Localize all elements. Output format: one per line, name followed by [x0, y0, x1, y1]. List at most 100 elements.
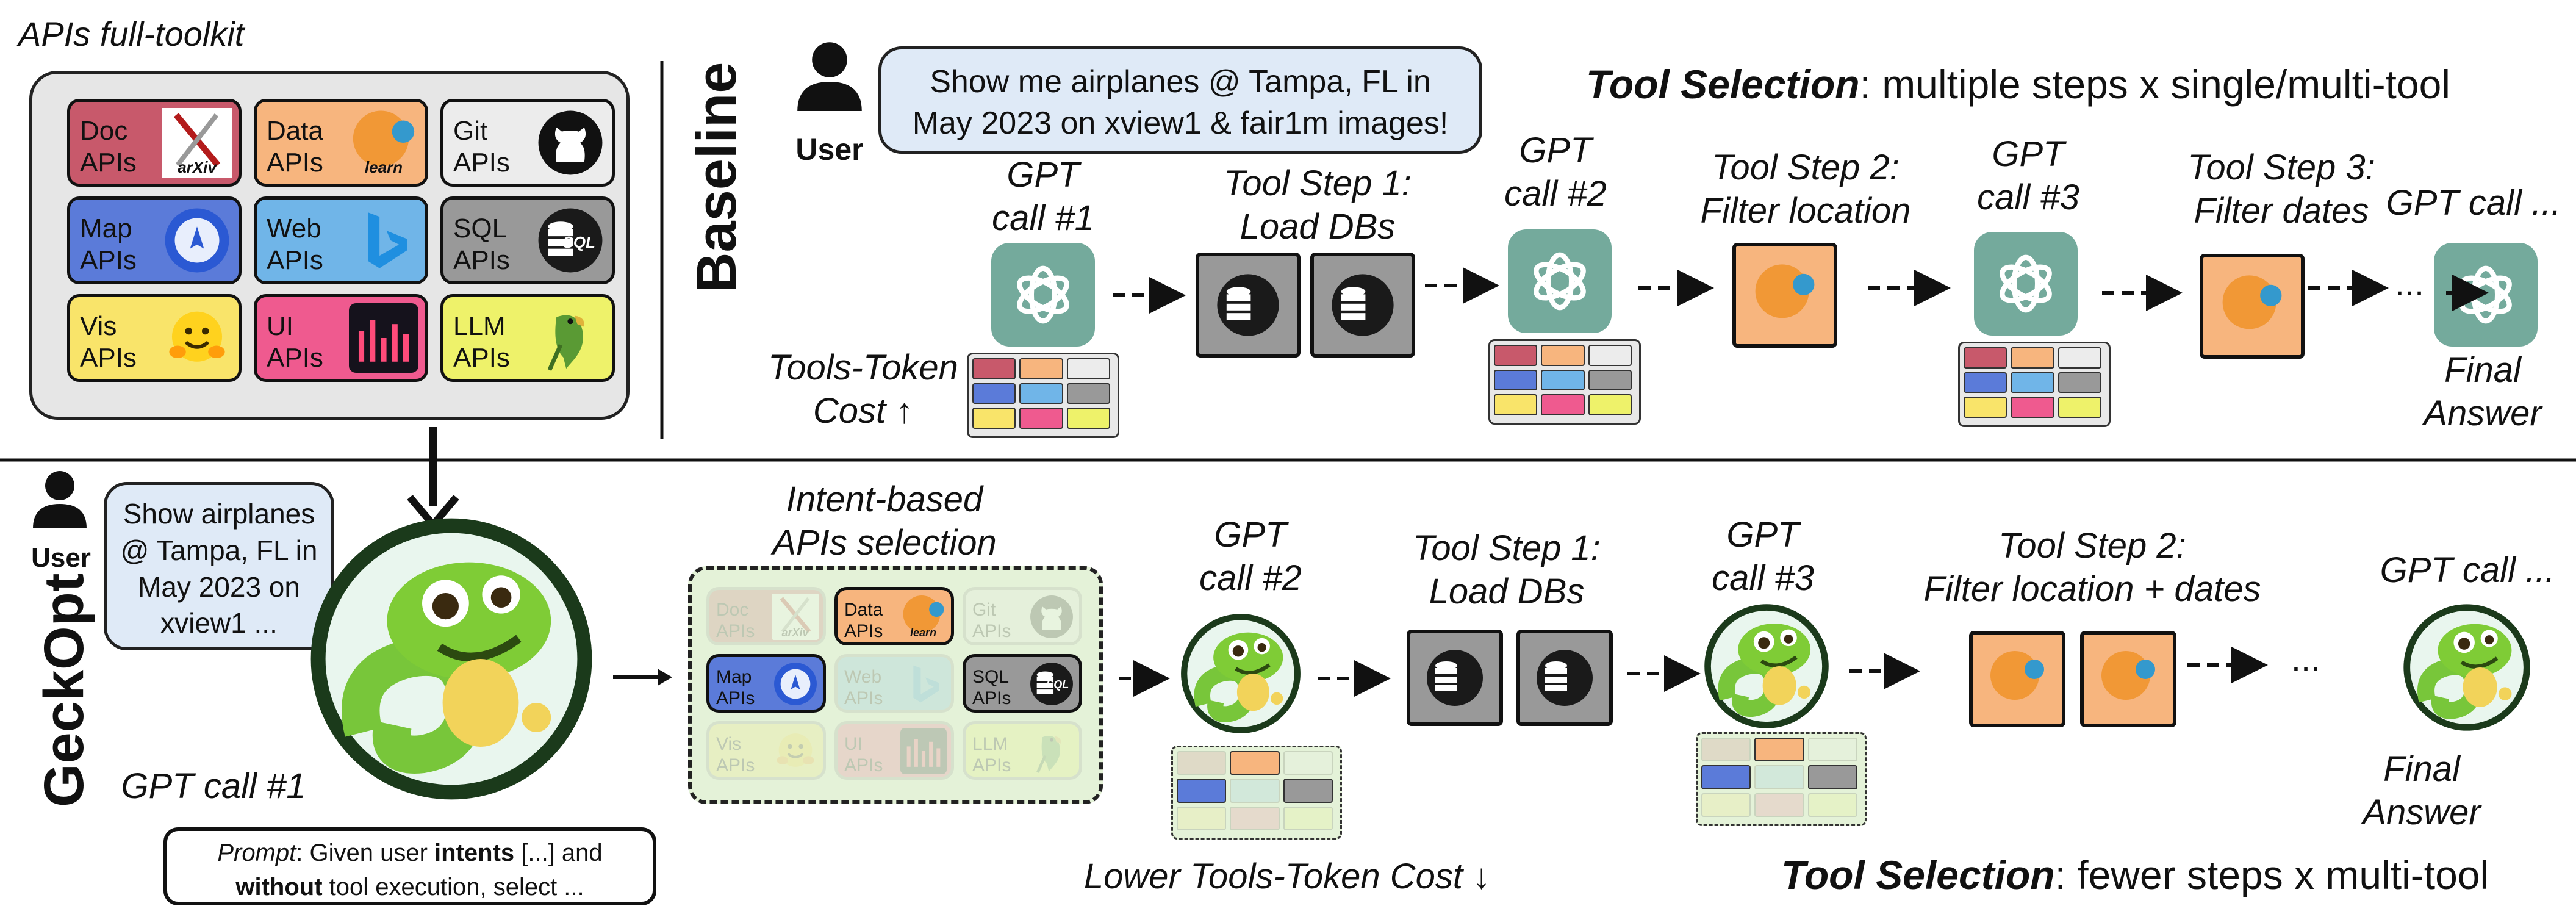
- geckopt-final-label: Final Answer: [2363, 749, 2481, 832]
- mini-tile: [1066, 408, 1110, 429]
- api-tile-label: Map APIs: [716, 667, 755, 709]
- mini-tile: [1283, 779, 1333, 803]
- mini-tile: [1230, 806, 1280, 830]
- api-tile-label: Data APIs: [267, 116, 323, 178]
- baseline-user-query: Show me airplanes @ Tampa, FL in May 202…: [878, 46, 1482, 154]
- baseline-step1-sql-b: [1310, 253, 1415, 358]
- geckopt-step1-sql-a: [1407, 630, 1503, 726]
- geckopt-gpt1-label: GPT call #1: [121, 766, 306, 806]
- ui-chart-icon: [898, 725, 949, 776]
- api-tile-label: SQL APIs: [972, 667, 1011, 709]
- logo-text: learn: [364, 158, 403, 176]
- api-tile-git: Git APIs: [963, 587, 1082, 645]
- mini-tile: [1283, 751, 1333, 775]
- huggingface-icon: [770, 725, 820, 776]
- baseline-mini-toolkit-1: [967, 353, 1119, 438]
- toolkit-title: APIs full-toolkit: [18, 15, 245, 53]
- gecko-final-icon: [2401, 602, 2533, 733]
- api-tile-vis: Vis APIs: [706, 721, 826, 780]
- api-tile-data: Data APIs learn: [254, 99, 428, 187]
- geckopt-prompt-box: Prompt: Given user intents [...] and wit…: [163, 827, 656, 905]
- mini-tile: [1230, 751, 1280, 775]
- geckopt-gpt-more-label: GPT call ...: [2380, 550, 2555, 590]
- baseline-tool-selection: Tool Selection: multiple steps x single/…: [1586, 61, 2450, 107]
- baseline-step3-label: Tool Step 3: Filter dates: [2187, 148, 2375, 231]
- api-tile-label: Vis APIs: [716, 734, 755, 776]
- baseline-section-label: Baseline: [686, 62, 748, 293]
- baseline-tools-token-cost: Tools-Token Cost ↑: [768, 348, 958, 431]
- prompt-text-a: : Given user: [296, 840, 435, 866]
- mini-tile: [1807, 793, 1857, 817]
- gecko-gpt2-icon: [1179, 611, 1303, 736]
- maps-icon: [159, 203, 235, 278]
- parrot-icon: [533, 300, 608, 376]
- mini-tile: [1177, 806, 1227, 830]
- geckopt-mini-toolkit-2: [1171, 746, 1342, 840]
- mini-tile: [1754, 765, 1804, 789]
- mini-tile: [1230, 779, 1280, 803]
- geckopt-user-label: User: [31, 543, 91, 573]
- api-tile-git: Git APIs: [440, 99, 615, 187]
- logo-text: learn: [909, 627, 937, 639]
- ui-chart-icon: [346, 300, 422, 376]
- api-tile-sql: SQL APIs SQL: [963, 654, 1082, 713]
- logo-text: SQL: [1046, 678, 1069, 691]
- arxiv-icon: arXiv: [159, 105, 235, 181]
- parrot-icon: [1026, 725, 1077, 776]
- api-tile-label: Doc APIs: [80, 116, 137, 178]
- prompt-text-b: [...] and: [514, 840, 603, 866]
- api-tile-doc: Doc APIs arXiv: [67, 99, 242, 187]
- geckopt-mini-toolkit-3: [1696, 732, 1867, 826]
- baseline-gpt2-icon: [1508, 229, 1612, 333]
- geckopt-step2-learn-a: [1969, 631, 2065, 727]
- logo-text: arXiv: [781, 627, 809, 639]
- mini-tile: [1066, 358, 1110, 379]
- baseline-tool-selection-rest: : multiple steps x single/multi-tool: [1859, 62, 2450, 107]
- gecko-gpt3-icon: [1702, 602, 1831, 731]
- sql-icon: SQL: [533, 203, 608, 278]
- api-tile-label: Web APIs: [844, 667, 883, 709]
- baseline-gpt1-icon: [991, 243, 1095, 347]
- mini-tile: [1541, 369, 1585, 391]
- baseline-gpt3-label: GPT call #3: [1977, 134, 2079, 217]
- baseline-gpt1-label: GPT call #1: [992, 155, 1094, 238]
- api-tile-label: UI APIs: [267, 311, 323, 373]
- github-icon: [1026, 591, 1077, 642]
- sklearn-icon: learn: [346, 105, 422, 181]
- baseline-step2-learn: [1732, 243, 1837, 348]
- intent-title: Intent-based APIs selection: [772, 480, 997, 563]
- mini-tile: [1541, 394, 1585, 415]
- api-tile-label: Vis APIs: [80, 311, 137, 373]
- arxiv-icon: arXiv: [770, 591, 820, 642]
- api-tile-label: LLM APIs: [453, 311, 510, 373]
- geckopt-step2-label: Tool Step 2: Filter location + dates: [1923, 526, 2261, 609]
- api-tile-label: Map APIs: [80, 214, 137, 275]
- geckopt-step1-label: Tool Step 1: Load DBs: [1413, 528, 1601, 611]
- sql-icon: SQL: [1026, 658, 1077, 709]
- logo-text: SQL: [562, 232, 596, 251]
- mini-tile: [1588, 369, 1632, 391]
- api-tile-ui: UI APIs: [254, 294, 428, 382]
- baseline-user-label: User: [795, 132, 864, 167]
- mini-tile: [2058, 397, 2101, 418]
- baseline-step2-label: Tool Step 2: Filter location: [1700, 148, 1911, 231]
- geckopt-step2-learn-b: [2080, 631, 2176, 727]
- api-tile-vis: Vis APIs: [67, 294, 242, 382]
- baseline-ellipsis: ...: [2394, 264, 2425, 303]
- geckopt-gpt2-label: GPT call #2: [1199, 515, 1302, 598]
- api-tile-web: Web APIs: [254, 196, 428, 284]
- mini-tile: [1283, 806, 1333, 830]
- mini-tile: [1807, 765, 1857, 789]
- mini-tile: [1019, 358, 1063, 379]
- github-icon: [533, 105, 608, 181]
- geckopt-ellipsis: ...: [2291, 639, 2321, 679]
- mini-tile: [2011, 347, 2054, 369]
- geckopt-lower-cost: Lower Tools-Token Cost ↓: [1083, 857, 1491, 896]
- mini-tile: [1066, 383, 1110, 405]
- mini-tile: [1807, 738, 1857, 762]
- mini-tile: [1701, 793, 1751, 817]
- baseline-gpt2-label: GPT call #2: [1504, 131, 1607, 214]
